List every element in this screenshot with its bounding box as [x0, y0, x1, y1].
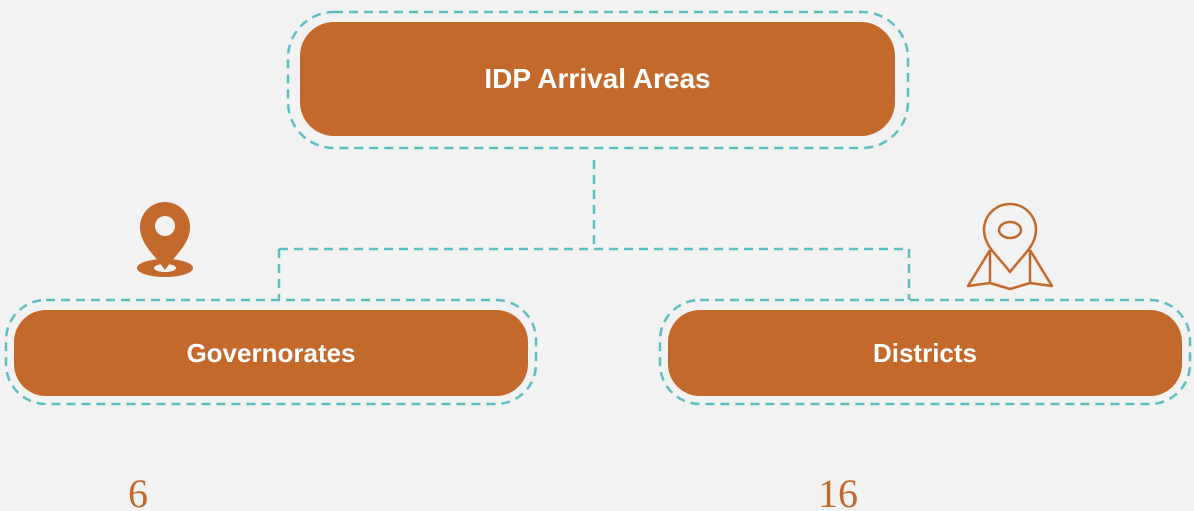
governorates-node-dashed-outline: [4, 298, 538, 406]
root-node-dashed-outline: [286, 10, 910, 150]
districts-count: 16: [818, 471, 858, 511]
map-location-icon: [966, 202, 1054, 291]
governorates-count: 6: [128, 471, 148, 511]
governorates-node-label: Governorates: [186, 337, 356, 368]
districts-node: Districts: [668, 310, 1182, 396]
districts-node-dashed-outline: [658, 298, 1192, 406]
districts-node-label: Districts: [872, 337, 978, 368]
location-pin-icon: [137, 202, 193, 277]
root-node-label: IDP Arrival Areas: [484, 63, 711, 94]
tree-connector: [277, 160, 911, 300]
root-node: IDP Arrival Areas: [300, 22, 895, 136]
governorates-node: Governorates: [14, 310, 528, 396]
